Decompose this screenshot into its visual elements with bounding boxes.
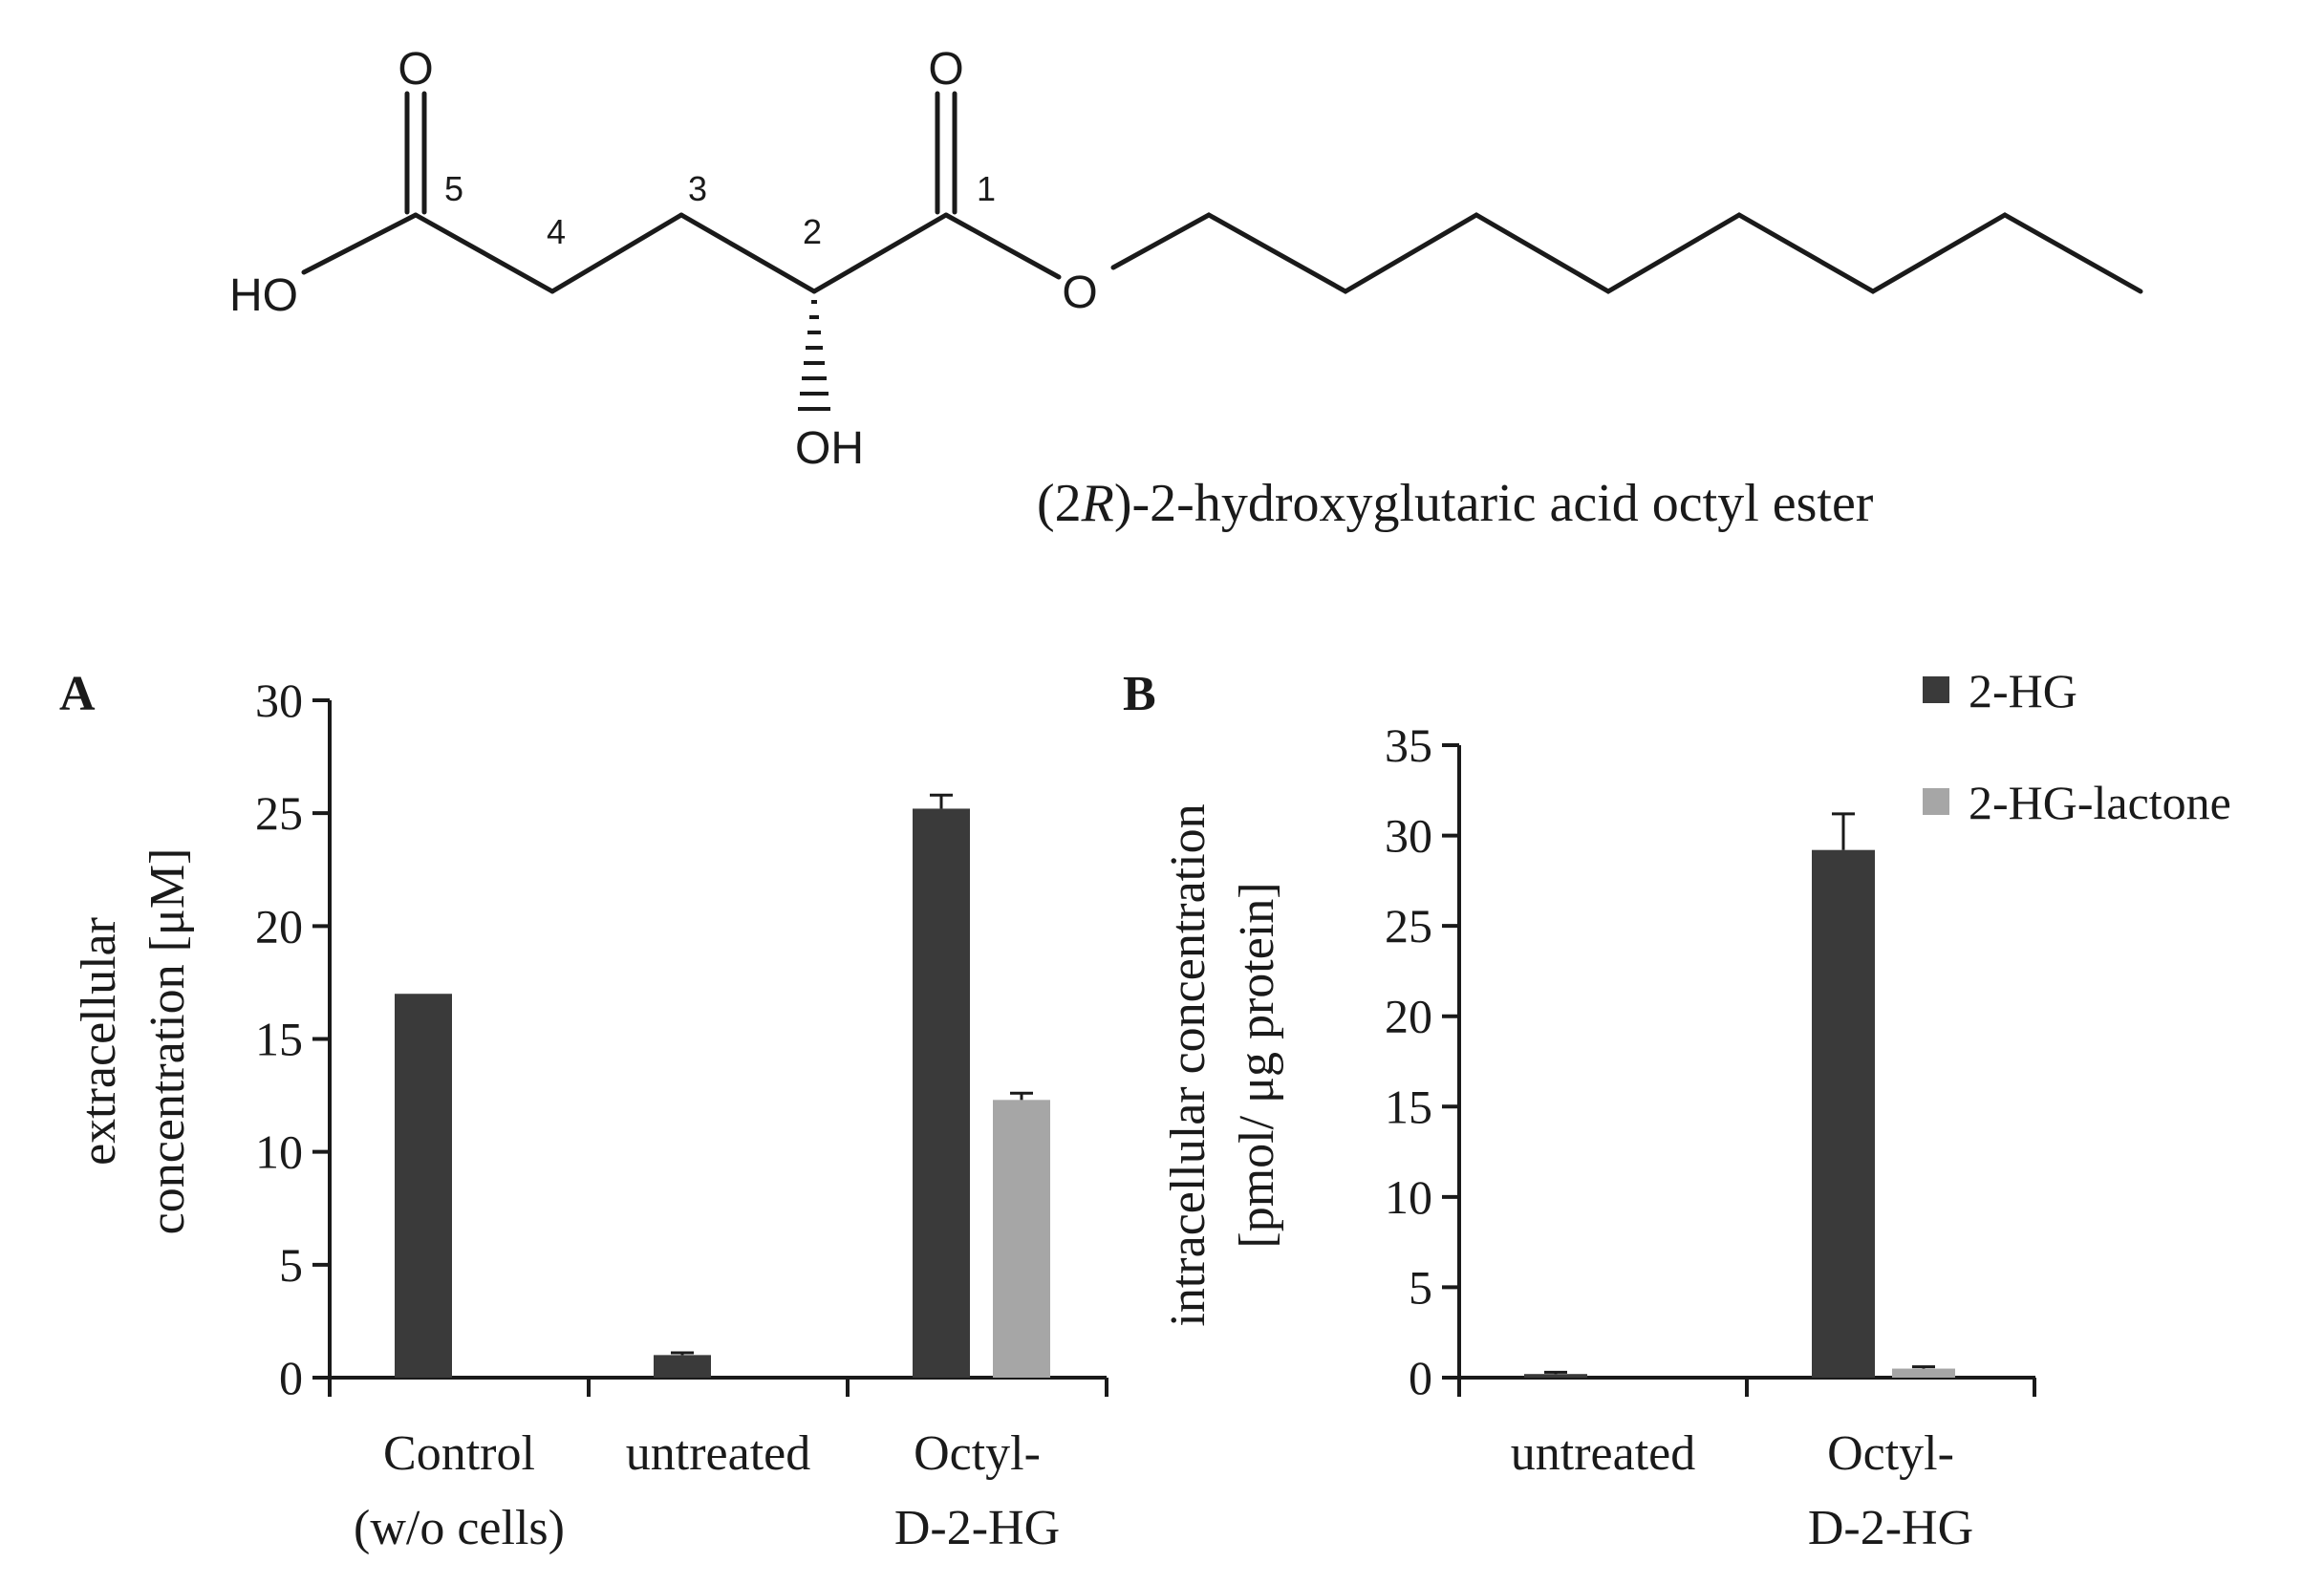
- y-tick-label: 0: [279, 1351, 303, 1404]
- bar-2hg: [913, 808, 970, 1378]
- carbon-number-5: 5: [444, 169, 463, 208]
- y-tick-label: 25: [1385, 899, 1432, 953]
- bond-c5-c4: [413, 212, 555, 294]
- x-category-label: untreated: [626, 1426, 810, 1481]
- y-tick-label: 10: [1385, 1170, 1432, 1224]
- x-category-label: Octyl-: [1827, 1426, 1954, 1481]
- bond-c2-c1: [811, 212, 949, 294]
- carbon-number-1: 1: [977, 169, 996, 208]
- carbon-number-3: 3: [688, 169, 707, 208]
- y-axis-label: [pmol/ μg protein]: [1230, 882, 1284, 1248]
- atom-o-c5: O: [398, 44, 433, 95]
- carbon-number-2: 2: [803, 212, 822, 251]
- y-tick-label: 35: [1385, 718, 1432, 772]
- bar-2hg-lactone: [1892, 1368, 1955, 1378]
- bond-c4-c3: [549, 212, 684, 294]
- y-tick-label: 5: [279, 1238, 303, 1292]
- y-tick-label: 30: [255, 674, 303, 727]
- atom-oh: OH: [795, 423, 864, 474]
- legend-label-2hg-lactone: 2-HG-lactone: [1969, 776, 2231, 829]
- y-axis-label: extracellular: [72, 917, 126, 1166]
- legend-label-2hg: 2-HG: [1969, 664, 2077, 717]
- hashed-wedge-bond: [798, 300, 830, 411]
- panel-label-b: B: [1123, 667, 1156, 721]
- y-tick-label: 30: [1385, 809, 1432, 863]
- bar-2hg: [654, 1355, 711, 1378]
- x-category-label: untreated: [1511, 1426, 1695, 1481]
- x-category-label: D-2-HG: [894, 1501, 1060, 1555]
- chart-b: 0 5 10 15 20 25 30 35 untreated Octyl- D-2-HG intra…: [1161, 718, 2036, 1555]
- y-tick-label: 20: [1385, 990, 1432, 1043]
- x-category-label: (w/o cells): [354, 1501, 565, 1555]
- legend-swatch-2hg: [1923, 676, 1949, 703]
- y-tick-label: 15: [255, 1013, 303, 1066]
- y-axis-label: concentration [μM]: [140, 848, 195, 1235]
- y-tick-label: 0: [1409, 1351, 1432, 1404]
- carbon-number-4: 4: [547, 212, 566, 251]
- bond-c3-c2: [678, 212, 817, 294]
- bond-ho-c5: [301, 212, 419, 275]
- atom-o-c1: O: [928, 44, 963, 95]
- bond-c1-o: [943, 212, 1062, 280]
- atom-ho: HO: [229, 270, 298, 321]
- compound-name: (2R)-2-hydroxyglutaric acid octyl ester: [1037, 474, 1874, 533]
- bar-2hg: [395, 994, 452, 1378]
- y-tick-label: 25: [255, 786, 303, 840]
- bar-2hg: [1812, 849, 1875, 1378]
- y-tick-label: 5: [1409, 1260, 1432, 1314]
- y-tick-label: 20: [255, 899, 303, 953]
- legend: 2-HG 2-HG-lactone: [1923, 664, 2231, 829]
- chemical-structure: [301, 91, 2143, 294]
- legend-swatch-2hg-lactone: [1923, 788, 1949, 815]
- x-category-label: Control: [383, 1426, 535, 1481]
- x-category-label: Octyl-: [914, 1426, 1041, 1481]
- x-category-label: D-2-HG: [1808, 1501, 1973, 1555]
- bar-2hg-lactone: [993, 1100, 1050, 1378]
- y-tick-label: 15: [1385, 1080, 1432, 1133]
- bar-2hg: [1524, 1374, 1587, 1378]
- atom-ester-o: O: [1062, 268, 1097, 318]
- octyl-chain: [1110, 212, 2143, 294]
- panel-label-a: A: [59, 667, 96, 721]
- y-tick-label: 10: [255, 1125, 303, 1179]
- y-axis-label: intracellular concentration: [1161, 803, 1216, 1326]
